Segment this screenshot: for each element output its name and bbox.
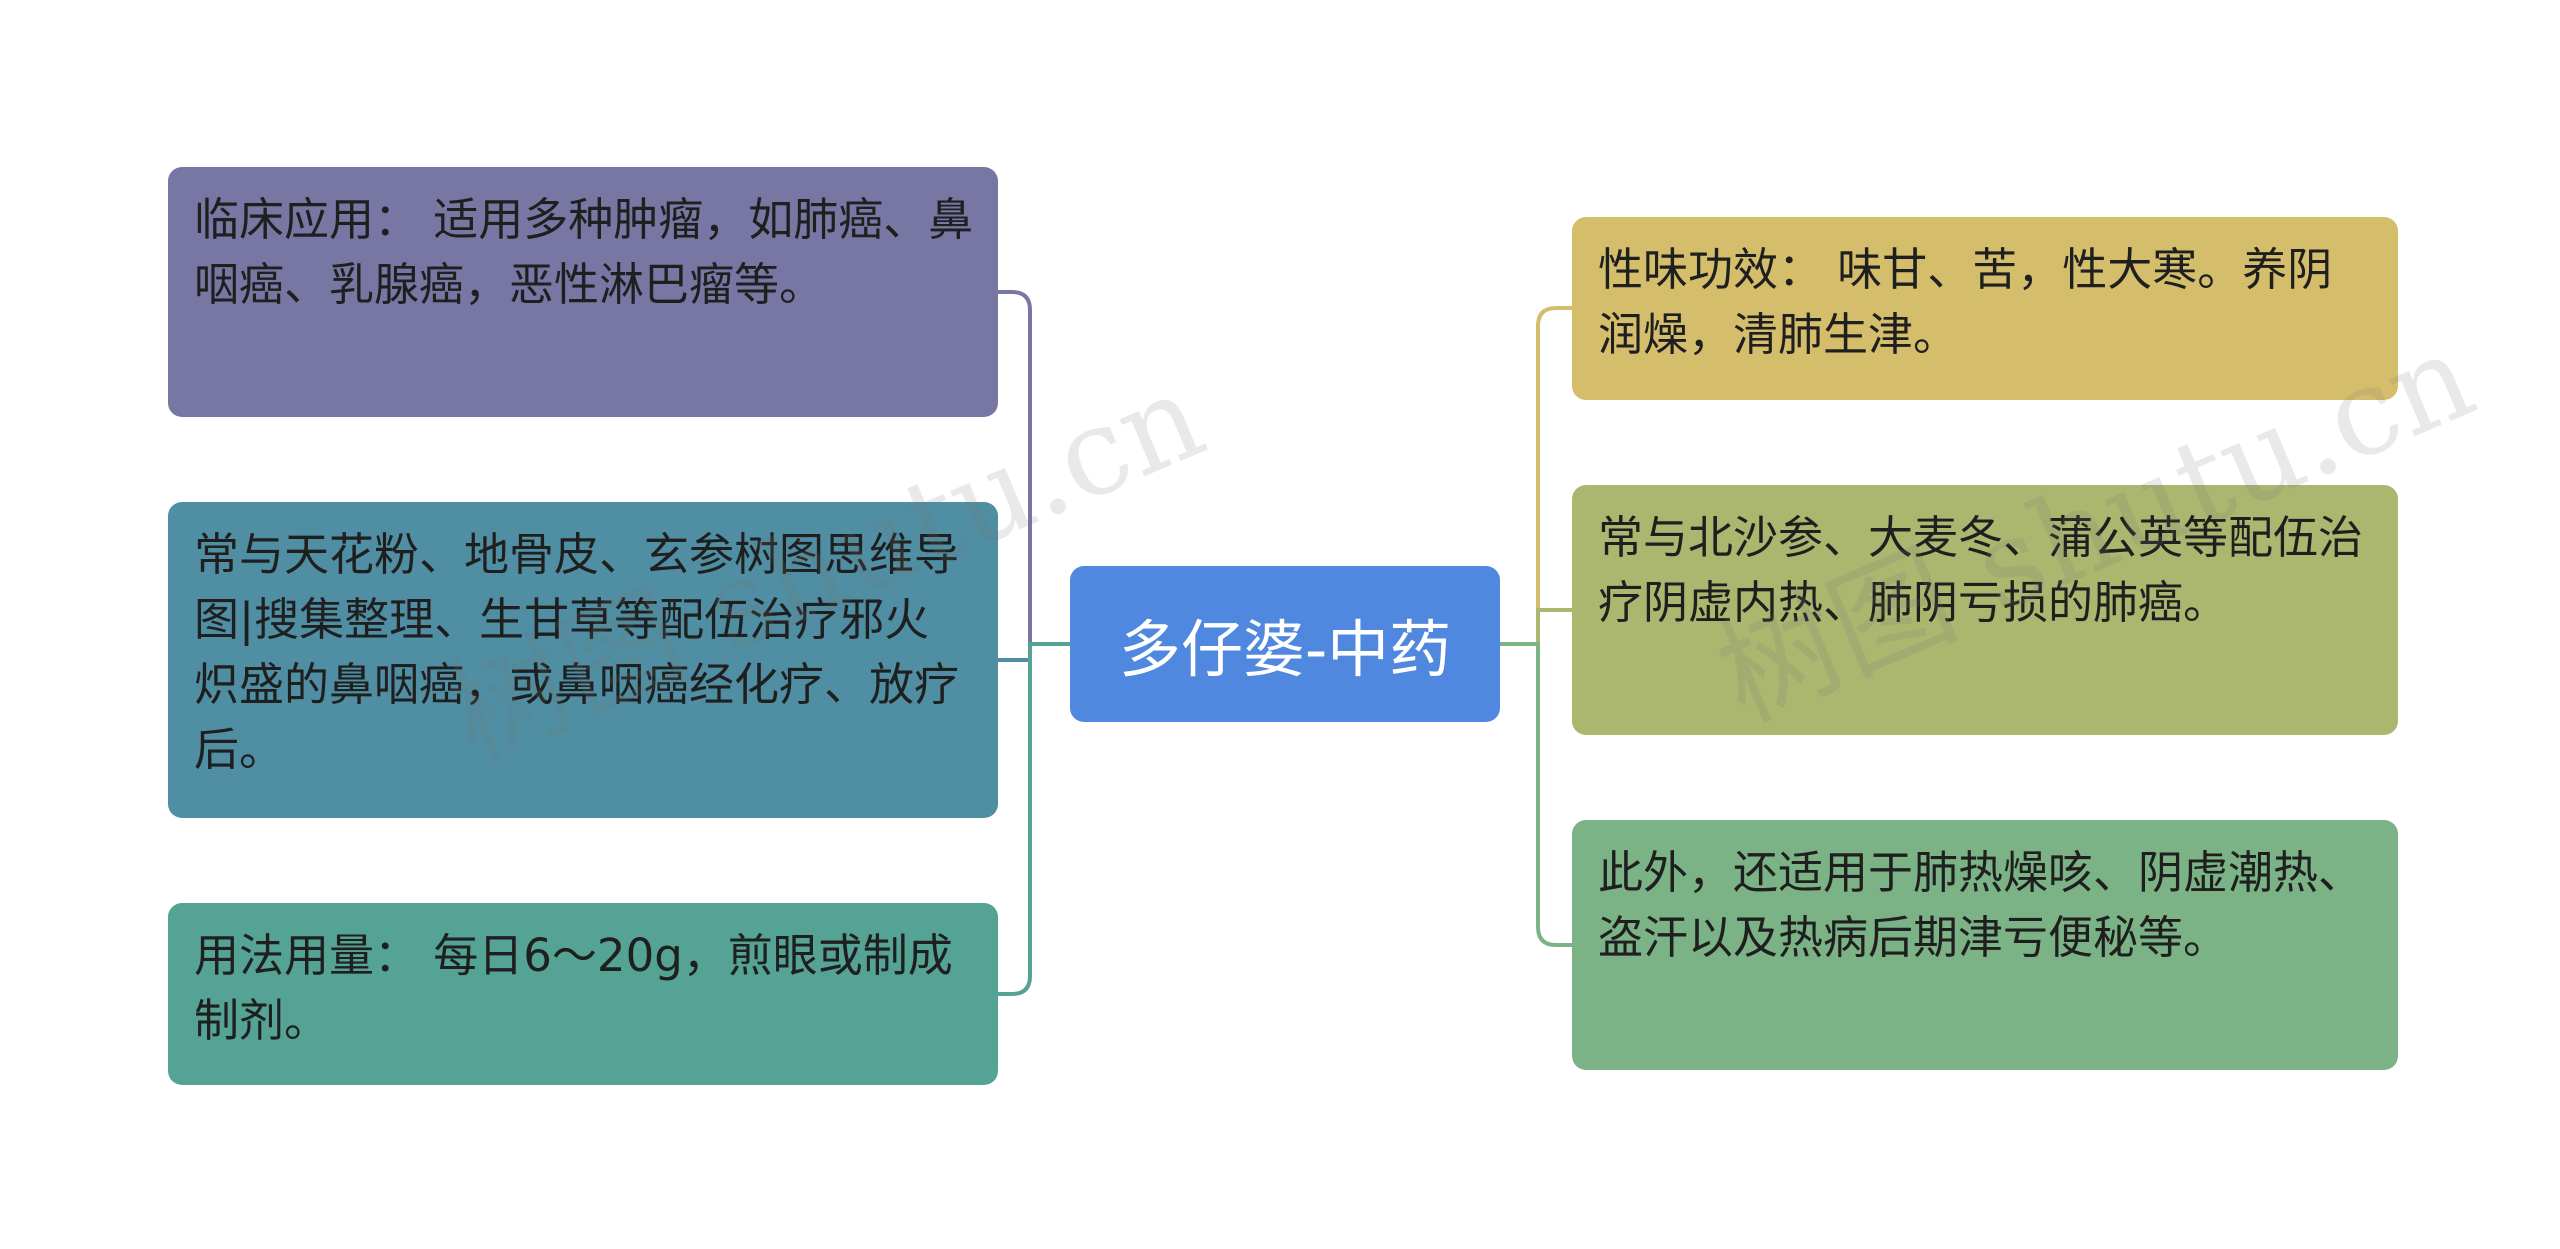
connector-pairing: [996, 642, 1072, 662]
node-usage-dosage[interactable]: 用法用量： 每日6～20g，煎眼或制成制剂。: [168, 903, 998, 1085]
connector-combo: [1498, 608, 1574, 646]
central-topic-label: 多仔婆-中药: [1118, 613, 1452, 686]
node-compatibility-lung-text: 常与北沙参、大麦冬、蒲公英等配伍治疗阴虚内热、肺阴亏损的肺癌。: [1598, 511, 2364, 629]
connector-other: [1498, 642, 1574, 947]
node-nature-efficacy-text: 性味功效： 味甘、苦，性大寒。养阴润燥，清肺生津。: [1598, 243, 2333, 361]
node-other-uses-text: 此外，还适用于肺热燥咳、阴虚潮热、盗汗以及热病后期津亏便秘等。: [1598, 846, 2364, 964]
node-compatibility-lung[interactable]: 常与北沙参、大麦冬、蒲公英等配伍治疗阴虚内热、肺阴亏损的肺癌。: [1572, 485, 2398, 735]
node-other-uses[interactable]: 此外，还适用于肺热燥咳、阴虚潮热、盗汗以及热病后期津亏便秘等。: [1572, 820, 2398, 1070]
node-compatibility-nasopharyngeal[interactable]: 常与天花粉、地骨皮、玄参树图思维导图|搜集整理、生甘草等配伍治疗邪火炽盛的鼻咽癌…: [168, 502, 998, 818]
node-nature-efficacy[interactable]: 性味功效： 味甘、苦，性大寒。养阴润燥，清肺生津。: [1572, 217, 2398, 400]
node-usage-dosage-text: 用法用量： 每日6～20g，煎眼或制成制剂。: [194, 929, 953, 1047]
connector-clinical: [996, 290, 1072, 646]
node-clinical-application-text: 临床应用： 适用多种肿瘤，如肺癌、鼻咽癌、乳腺癌，恶性淋巴瘤等。: [194, 193, 974, 311]
node-clinical-application[interactable]: 临床应用： 适用多种肿瘤，如肺癌、鼻咽癌、乳腺癌，恶性淋巴瘤等。: [168, 167, 998, 417]
connector-dosage: [996, 642, 1072, 996]
connector-nature: [1498, 306, 1574, 646]
central-topic[interactable]: 多仔婆-中药: [1070, 566, 1500, 722]
node-compatibility-nasopharyngeal-text: 常与天花粉、地骨皮、玄参树图思维导图|搜集整理、生甘草等配伍治疗邪火炽盛的鼻咽癌…: [194, 528, 960, 776]
